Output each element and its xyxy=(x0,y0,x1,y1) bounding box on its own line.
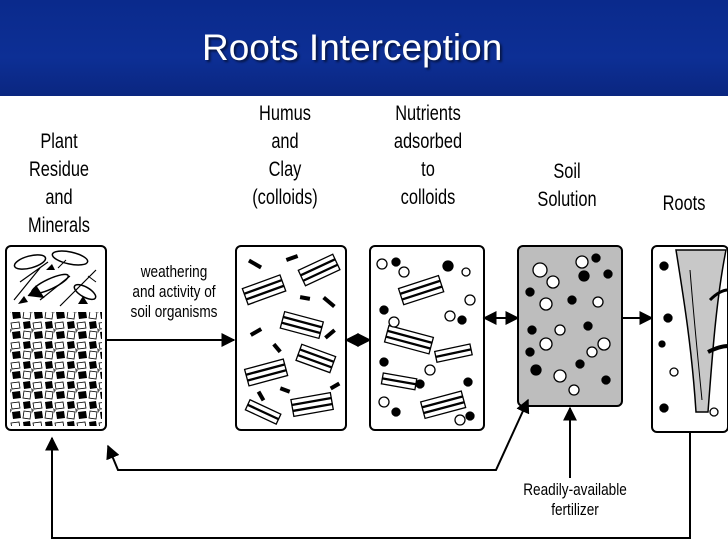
box-nutrients xyxy=(369,245,485,431)
arrow-loop-solution xyxy=(106,398,530,471)
box-plant-residue xyxy=(5,245,107,431)
label-weathering: weathering and activity of soil organism… xyxy=(130,262,218,321)
diagram-canvas xyxy=(5,245,728,539)
box-humus-clay xyxy=(235,245,347,431)
label-humus-clay: Humus and Clay (colloids) xyxy=(252,102,318,209)
box-roots xyxy=(651,245,728,433)
label-fertilizer: Readily-available fertilizer xyxy=(523,480,627,519)
title-bar: Roots Interception xyxy=(0,0,728,96)
label-soil-solution: Soil Solution xyxy=(537,160,597,211)
box-soil-solution xyxy=(517,245,623,407)
slide-title: Roots Interception xyxy=(202,27,503,68)
arrow-loop-roots xyxy=(45,432,691,539)
label-roots: Roots xyxy=(662,192,706,215)
label-plant-residue: Plant Residue and Minerals xyxy=(28,130,90,237)
label-nutrients: Nutrients adsorbed to colloids xyxy=(393,102,463,209)
